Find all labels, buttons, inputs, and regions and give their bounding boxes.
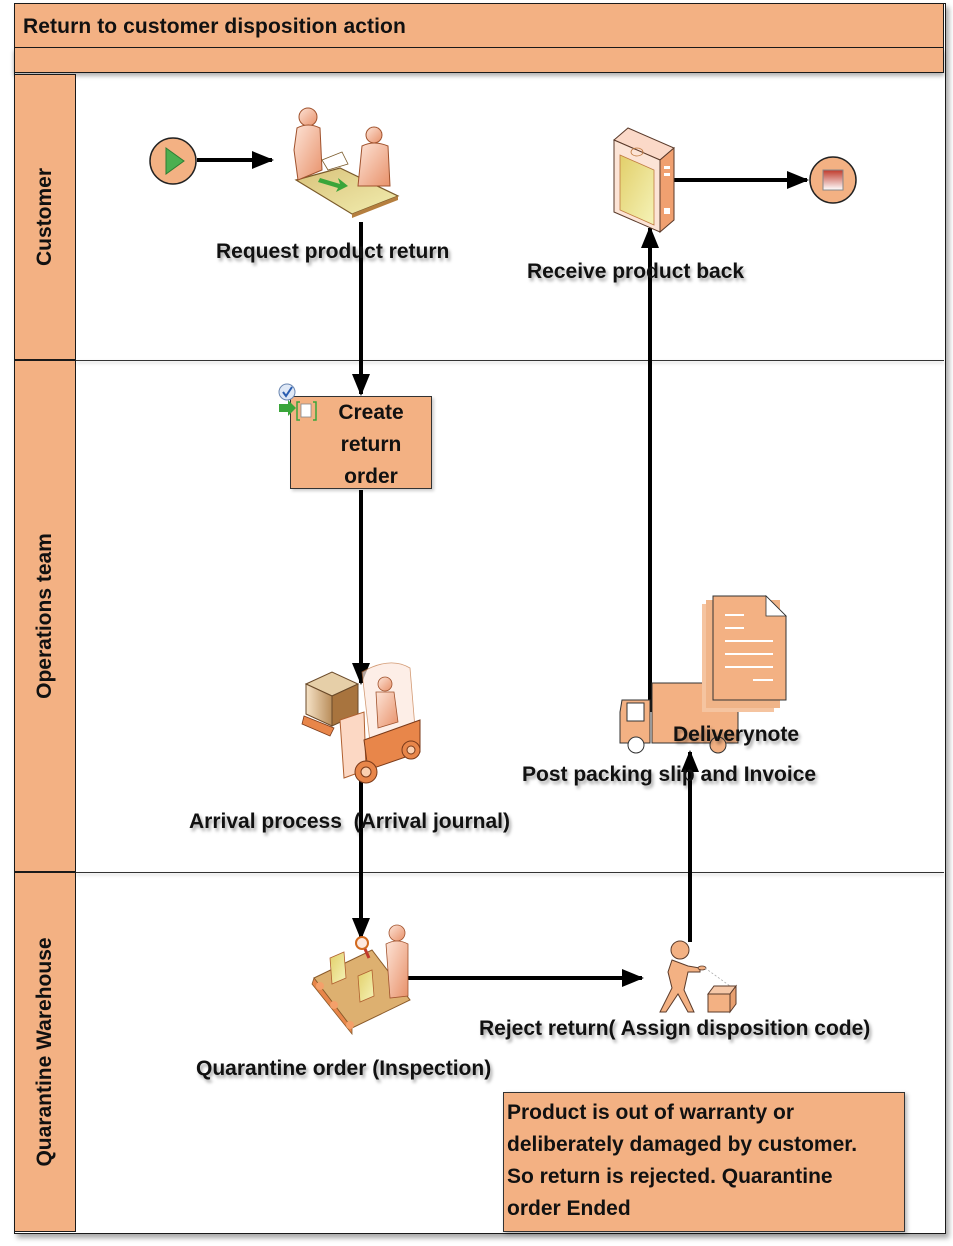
end-event-icon[interactable] <box>809 156 857 204</box>
task-label-line: Create <box>338 401 404 424</box>
label-reject-return: Reject return( Assign disposition code) <box>479 1017 871 1040</box>
forklift-icon[interactable] <box>301 662 421 784</box>
lane-divider <box>76 872 944 873</box>
lane-divider <box>76 360 944 361</box>
note-line: So return is rejected. Quarantine <box>507 1165 833 1188</box>
label-post-packing-slip: Post packing slip and Invoice <box>522 763 817 786</box>
product-box-icon[interactable] <box>613 127 675 234</box>
task-create-return-order[interactable]: Create return order <box>290 396 432 489</box>
title-bar: Return to customer disposition action <box>14 3 944 48</box>
task-label-line: return <box>340 433 402 456</box>
label-request-product-return: Request product return <box>216 240 450 263</box>
label-deliverynote: Deliverynote <box>673 723 800 746</box>
task-label: Create return order <box>291 397 431 493</box>
note-box: Product is out of warranty or deliberate… <box>503 1092 905 1232</box>
delivery-truck-document-icon[interactable] <box>619 595 787 754</box>
task-document-icon <box>278 383 317 421</box>
note-line: Product is out of warranty or <box>507 1101 795 1124</box>
lane-header-customer: Customer <box>14 74 76 360</box>
title-sub-bar <box>14 48 944 73</box>
label-quarantine-order: Quarantine order (Inspection) <box>196 1057 492 1080</box>
note-text: Product is out of warranty or deliberate… <box>507 1097 900 1225</box>
lane-header-operations: Operations team <box>14 360 76 872</box>
label-receive-product-back: Receive product back <box>527 260 745 283</box>
diagram-frame <box>14 3 946 1234</box>
diagram-title: Return to customer disposition action <box>23 15 406 38</box>
inspection-conveyor-icon[interactable] <box>311 924 411 1036</box>
task-label-line: order <box>344 465 398 488</box>
lane-header-quarantine: Quarantine Warehouse <box>14 872 76 1232</box>
people-exchange-document-icon[interactable] <box>293 107 400 218</box>
person-inspecting-box-icon[interactable] <box>659 940 737 1014</box>
start-event-icon[interactable] <box>149 137 197 185</box>
label-arrival-process: Arrival process (Arrival journal) <box>189 810 510 833</box>
note-line: deliberately damaged by customer. <box>507 1133 858 1156</box>
note-line: order Ended <box>507 1197 631 1220</box>
